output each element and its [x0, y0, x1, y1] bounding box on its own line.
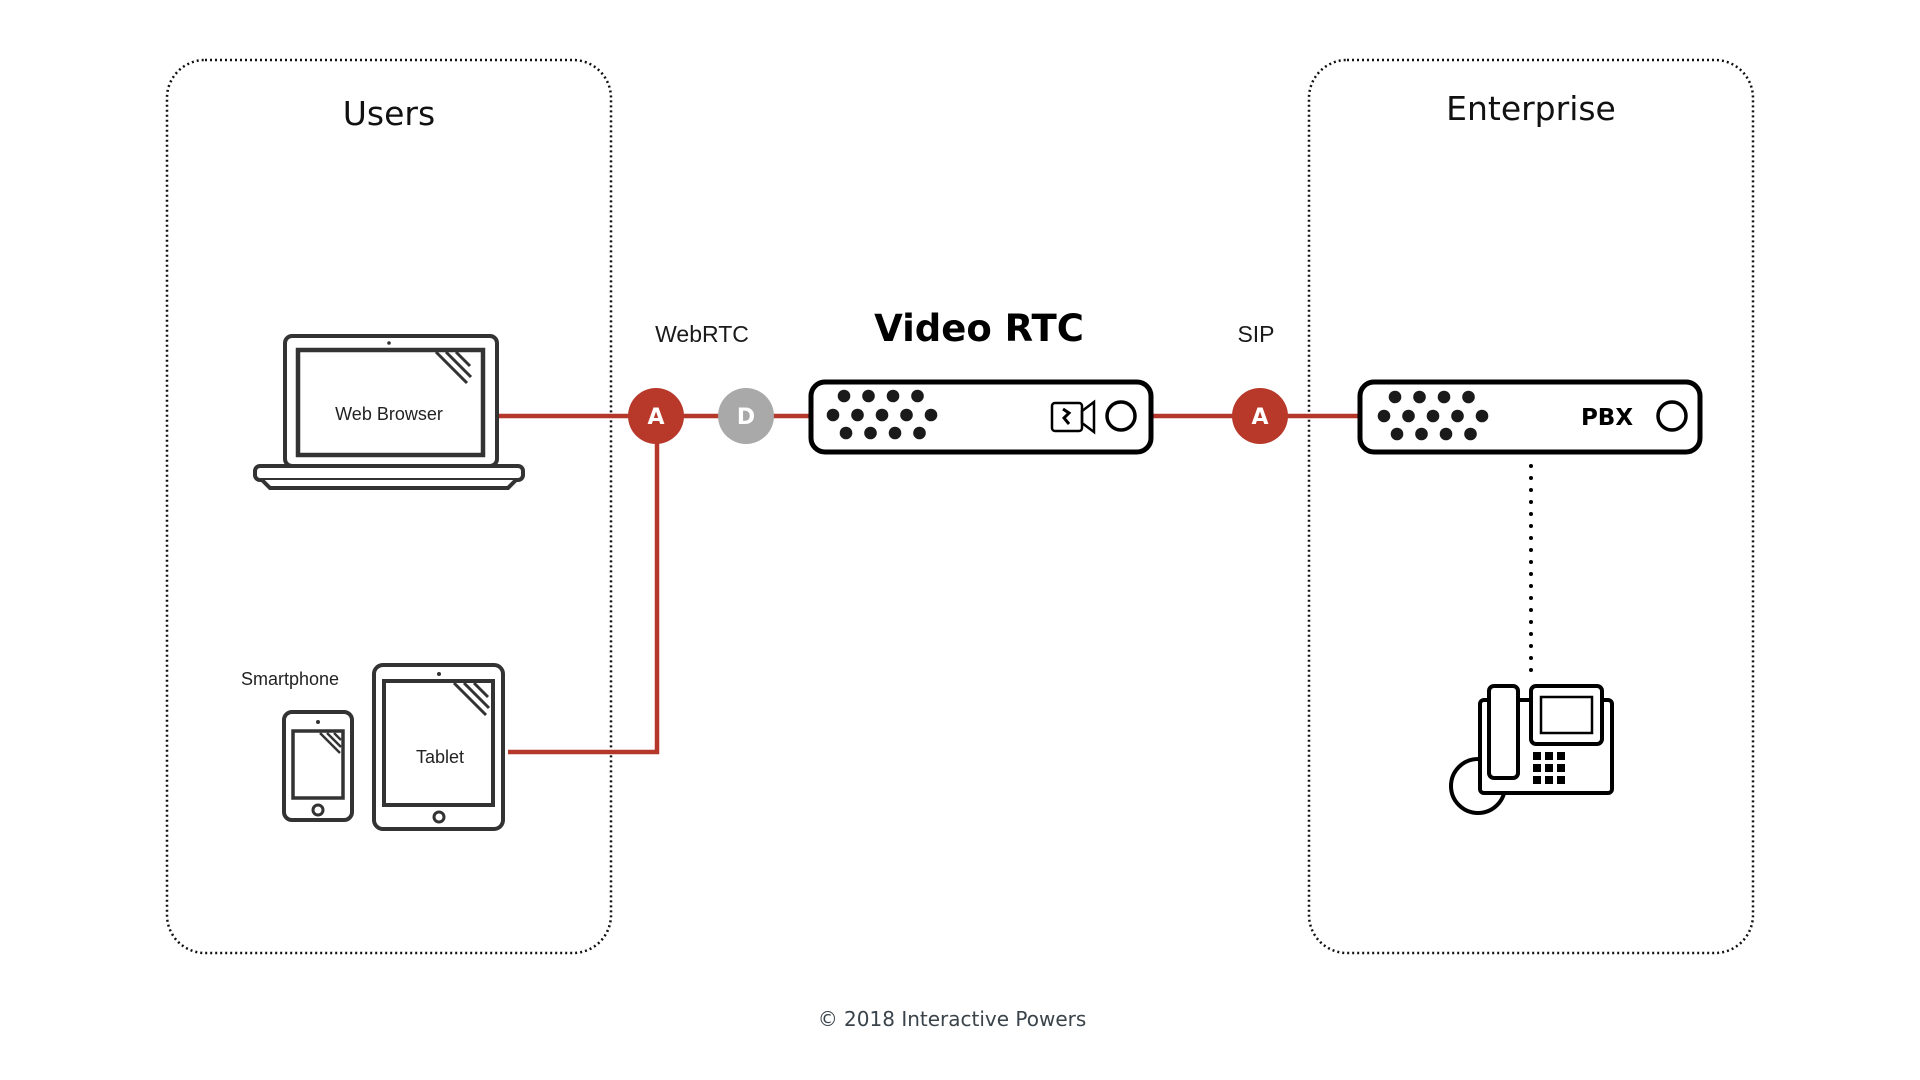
pbx-vent-dot [1402, 409, 1415, 423]
tablet-to-webrtc-line [508, 416, 660, 755]
video-rtc-power-icon [1105, 400, 1137, 432]
video-rtc-vent-dot [913, 426, 926, 440]
enterprise-zone-border [1307, 58, 1755, 955]
connections [490, 413, 1360, 755]
video-rtc-vent-dot [826, 408, 840, 422]
sip-a-badge-label: A [1251, 405, 1268, 430]
pbx-vent-dot [1462, 390, 1475, 404]
pbx-vent-dot [1377, 409, 1391, 423]
video-rtc-vent-dot [864, 426, 877, 440]
pbx-vent-dot [1464, 427, 1477, 441]
tablet-icon [372, 663, 505, 831]
webrtc-d-badge-label: D [737, 405, 755, 430]
pbx-vent-dot [1439, 427, 1453, 441]
video-rtc-vent-dots [826, 389, 938, 440]
video-rtc-vent-dot [924, 408, 938, 422]
pbx-vent-dot [1437, 390, 1451, 404]
video-rtc-vent-dot [837, 389, 851, 403]
video-rtc-vent-dot [862, 389, 875, 403]
video-rtc-vent-dot [851, 408, 864, 422]
pbx-vent-dot [1413, 390, 1426, 404]
pbx-vent-dot [1475, 409, 1489, 423]
copyright-footer: © 2018 Interactive Powers [818, 1007, 1087, 1031]
video-rtc-vent-dot [839, 426, 853, 440]
enterprise-zone: Enterprise [1307, 58, 1755, 955]
pbx-vent-dot [1451, 409, 1464, 423]
webrtc-a-badge-label: A [647, 405, 664, 430]
server-title: Video RTC [874, 307, 1084, 350]
pbx-server: PBX [1357, 379, 1703, 455]
sip-label: SIP [1237, 321, 1274, 347]
pbx-vent-dot [1415, 427, 1428, 441]
laptop-icon [253, 334, 525, 490]
users-zone: Users [165, 58, 613, 955]
pbx-vent-dot [1426, 409, 1440, 423]
video-rtc-server [808, 379, 1154, 455]
video-rtc-vent-dot [875, 408, 889, 422]
video-camera-icon [1050, 399, 1096, 435]
laptop-label: Web Browser [335, 404, 443, 424]
video-rtc-vent-dot [886, 389, 900, 403]
pbx-vent-dot [1388, 390, 1402, 404]
tablet-label: Tablet [416, 747, 464, 767]
pbx-power-icon [1656, 400, 1688, 432]
webrtc-d-badge: D [718, 388, 774, 444]
desk-phone-icon [1449, 684, 1614, 815]
webrtc-a-badge: A [628, 388, 684, 444]
smartphone-icon [282, 710, 354, 822]
pbx-vent-dots [1377, 390, 1489, 441]
enterprise-zone-title: Enterprise [1446, 89, 1616, 128]
video-rtc-vent-dot [900, 408, 913, 422]
pbx-label: PBX [1581, 405, 1633, 431]
webrtc-label: WebRTC [655, 321, 749, 347]
smartphone-label: Smartphone [241, 669, 339, 689]
users-zone-border [165, 58, 613, 955]
video-rtc-vent-dot [911, 389, 924, 403]
video-rtc-vent-dot [888, 426, 902, 440]
users-zone-title: Users [343, 94, 435, 133]
sip-a-badge: A [1232, 388, 1288, 444]
pbx-vent-dot [1390, 427, 1404, 441]
